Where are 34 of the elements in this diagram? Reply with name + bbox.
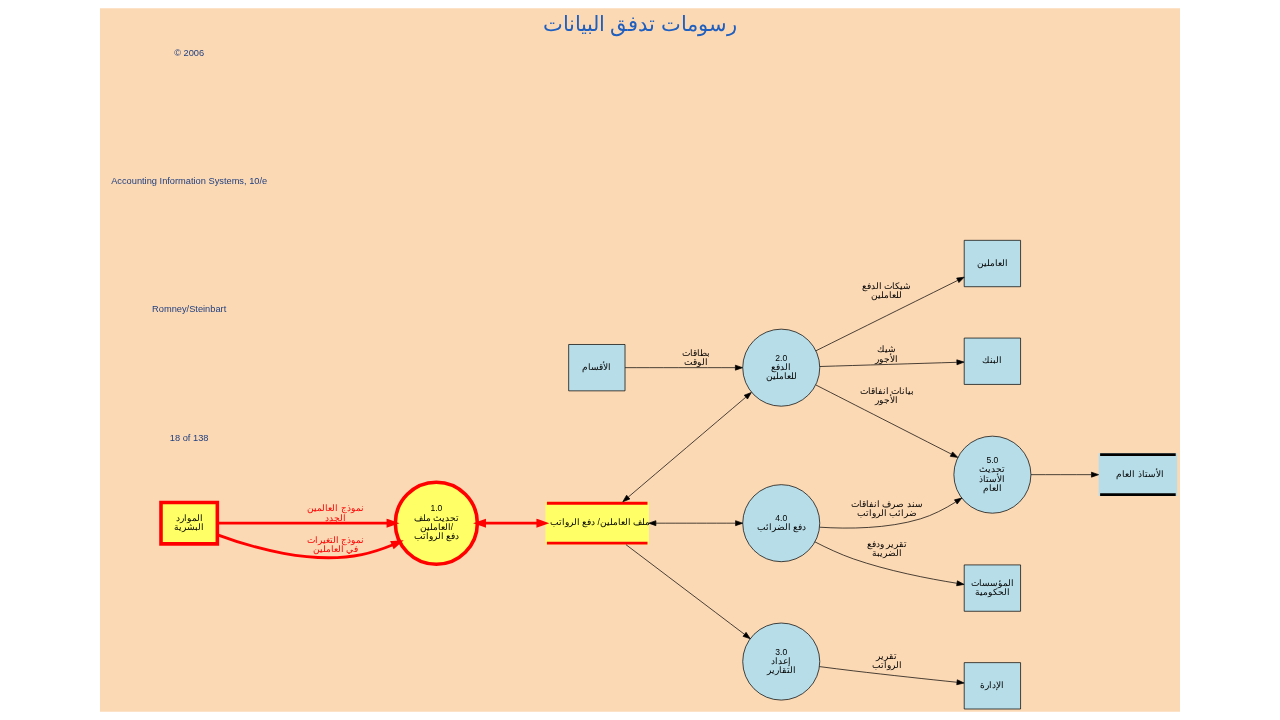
label: Accounting Information Systems, 10/e bbox=[111, 175, 268, 186]
arrow bbox=[473, 518, 550, 528]
arrow bbox=[814, 541, 965, 587]
label: © 2006 bbox=[174, 47, 205, 58]
edge-label: شيك الأجور bbox=[875, 344, 899, 364]
edge-label: تقرير ودفع الضريبة bbox=[866, 539, 907, 559]
arrow bbox=[217, 533, 404, 560]
edge-label: بيانات انفاقات الأجور bbox=[859, 385, 914, 406]
edge-label: تقرير الرواتب bbox=[871, 651, 902, 671]
arrow bbox=[622, 392, 752, 503]
arrow bbox=[815, 384, 959, 458]
arrow bbox=[625, 544, 751, 639]
arrow bbox=[217, 518, 400, 528]
arrow bbox=[624, 364, 743, 371]
edge-label: شيكات الدفع للعاملين bbox=[862, 280, 912, 301]
edge-label: نموذج العالمين الجدد bbox=[307, 503, 364, 523]
arrow bbox=[819, 497, 963, 529]
arrow bbox=[819, 666, 965, 686]
label: Romney/Steinbart bbox=[152, 304, 227, 315]
node-box: البنك bbox=[963, 337, 1021, 385]
arrow bbox=[648, 520, 744, 527]
node-box: الإدارة bbox=[963, 662, 1021, 710]
node-box: الأقسام bbox=[568, 344, 626, 392]
node-box: المؤسسات الحكومية bbox=[963, 564, 1021, 612]
arrow bbox=[819, 359, 965, 367]
arrow bbox=[1030, 471, 1099, 478]
edge-label: نموذج التغيرات في العاملين bbox=[306, 534, 365, 555]
arrow bbox=[815, 276, 965, 352]
diagram-title: رسومات تدفق البيانات bbox=[542, 11, 738, 36]
label: 18 of 138 bbox=[169, 432, 209, 443]
node-box: العاملين bbox=[963, 240, 1021, 288]
edge-label: سند صرف انفاقات ضرائب الرواتب bbox=[850, 499, 923, 519]
edge-label: بطاقات الوقت bbox=[681, 347, 710, 368]
node-box: الموارد البشرية bbox=[159, 500, 220, 546]
